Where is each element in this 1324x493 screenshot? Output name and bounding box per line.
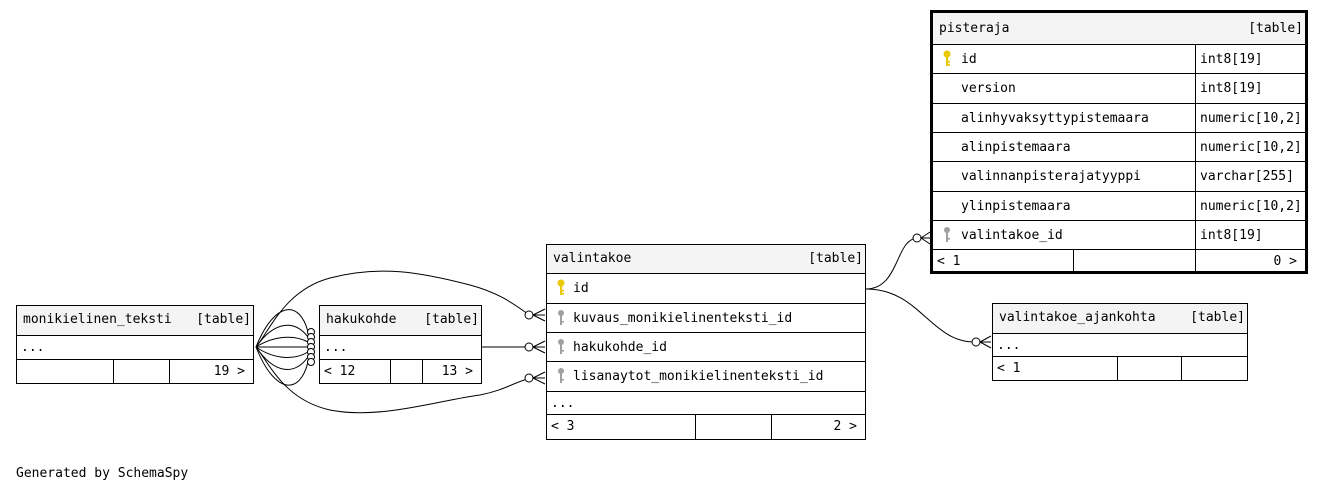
footer-spacer — [1073, 250, 1195, 274]
parents-count[interactable]: < 1 — [937, 254, 961, 269]
table-footer: < 12 13 > — [320, 360, 481, 383]
table-pisteraja[interactable]: pisteraja [table] id int8[19] version in… — [930, 10, 1308, 274]
table-footer: 19 > — [17, 360, 253, 383]
column-type: numeric[10,2] — [1195, 133, 1302, 161]
foreign-key-icon — [944, 227, 950, 242]
parents-count[interactable]: < 12 — [324, 364, 356, 379]
more-columns-row: ... — [993, 334, 1247, 357]
footer-spacer — [113, 360, 169, 383]
column-name: version — [961, 81, 1016, 96]
foreign-key-icon — [558, 368, 564, 383]
edges-monikielinen-hakukohde — [255, 309, 315, 386]
generated-by-caption: Generated by SchemaSpy — [16, 466, 189, 481]
children-count[interactable]: 2 > — [771, 415, 865, 439]
table-name: valintakoe — [553, 251, 632, 266]
column-row[interactable]: ylinpistemaara numeric[10,2] — [933, 192, 1305, 221]
column-row[interactable]: id int8[19] — [933, 45, 1305, 74]
more-columns: ... — [324, 340, 348, 355]
table-name: pisteraja — [939, 21, 1010, 36]
more-columns: ... — [21, 340, 45, 355]
column-type: numeric[10,2] — [1195, 192, 1302, 220]
table-header: monikielinen_teksti [table] — [17, 306, 253, 336]
column-name: id — [573, 281, 589, 296]
table-header: pisteraja [table] — [933, 13, 1305, 45]
column-name: valintakoe_id — [961, 228, 1063, 243]
table-footer: < 1 — [993, 357, 1247, 380]
column-row[interactable]: valintakoe_id int8[19] — [933, 221, 1305, 250]
column-row[interactable]: version int8[19] — [933, 74, 1305, 104]
table-footer: < 1 0 > — [933, 250, 1305, 274]
more-columns-row: ... — [17, 336, 253, 360]
column-name: lisanaytot_monikielinenteksti_id — [573, 369, 824, 384]
table-kind: [table] — [808, 251, 863, 266]
table-name: valintakoe_ajankohta — [999, 310, 1156, 325]
more-columns-row: ... — [547, 392, 865, 415]
table-monikielinen-teksti[interactable]: monikielinen_teksti [table] ... 19 > — [16, 305, 254, 384]
edge-monikielinen-valintakoe-lisanaytot — [255, 346, 529, 414]
column-type: int8[19] — [1195, 221, 1263, 249]
children-count[interactable] — [1181, 357, 1247, 380]
table-name: monikielinen_teksti — [23, 312, 172, 327]
column-row[interactable]: hakukohde_id — [547, 333, 865, 362]
table-hakukohde[interactable]: hakukohde [table] ... < 12 13 > — [319, 305, 482, 384]
foreign-key-icon — [558, 339, 564, 354]
table-valintakoe-ajankohta[interactable]: valintakoe_ajankohta [table] ... < 1 — [992, 303, 1248, 381]
more-columns: ... — [551, 396, 575, 411]
table-footer: < 3 2 > — [547, 415, 865, 439]
column-row[interactable]: alinpistemaara numeric[10,2] — [933, 133, 1305, 162]
column-row[interactable]: alinhyvaksyttypistemaara numeric[10,2] — [933, 104, 1305, 133]
column-name: alinhyvaksyttypistemaara — [961, 111, 1149, 126]
column-type: varchar[255] — [1195, 162, 1294, 191]
children-count[interactable]: 0 > — [1195, 250, 1305, 274]
table-valintakoe[interactable]: valintakoe [table] id kuvaus_monikieline… — [546, 244, 866, 440]
footer-spacer — [695, 415, 771, 439]
children-count[interactable]: 13 > — [422, 360, 481, 383]
column-row[interactable]: lisanaytot_monikielinenteksti_id — [547, 362, 865, 392]
edge-valintakoe-pisteraja — [865, 237, 919, 290]
column-row[interactable]: id — [547, 274, 865, 304]
more-columns-row: ... — [320, 336, 481, 360]
column-type: int8[19] — [1195, 45, 1263, 73]
parents-count[interactable]: < 1 — [997, 361, 1021, 376]
foreign-key-icon — [558, 310, 564, 325]
table-header: hakukohde [table] — [320, 306, 481, 336]
table-kind: [table] — [1190, 310, 1245, 325]
primary-key-icon — [557, 279, 565, 295]
edge-valintakoe-ajankohta — [865, 288, 976, 343]
column-name: id — [961, 52, 977, 67]
table-kind: [table] — [424, 312, 479, 327]
children-count[interactable]: 19 > — [169, 360, 253, 383]
column-type: numeric[10,2] — [1195, 104, 1302, 132]
column-row[interactable]: valinnanpisterajatyyppi varchar[255] — [933, 162, 1305, 192]
edge-end-circle — [912, 233, 922, 243]
column-row[interactable]: kuvaus_monikielinenteksti_id — [547, 304, 865, 333]
column-type: int8[19] — [1195, 74, 1263, 103]
table-header: valintakoe [table] — [547, 245, 865, 274]
footer-spacer — [1117, 357, 1181, 380]
column-name: hakukohde_id — [573, 340, 667, 355]
table-kind: [table] — [1248, 21, 1303, 36]
column-name: valinnanpisterajatyyppi — [961, 169, 1142, 184]
footer-spacer — [390, 360, 422, 383]
table-header: valintakoe_ajankohta [table] — [993, 304, 1247, 334]
column-name: kuvaus_monikielinenteksti_id — [573, 311, 793, 326]
parents-count[interactable]: < 3 — [551, 419, 575, 434]
table-kind: [table] — [196, 312, 251, 327]
primary-key-icon — [943, 50, 951, 66]
column-name: ylinpistemaara — [961, 199, 1071, 214]
more-columns: ... — [997, 338, 1021, 353]
column-name: alinpistemaara — [961, 140, 1071, 155]
table-name: hakukohde — [326, 312, 397, 327]
